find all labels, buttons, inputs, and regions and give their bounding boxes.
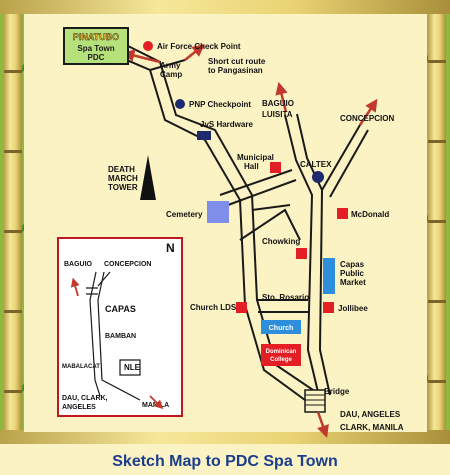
label-cemetery: Cemetery xyxy=(166,210,203,219)
cemetery-marker xyxy=(207,201,229,223)
label-luisita: LUISITA xyxy=(262,110,293,119)
municipal-marker xyxy=(270,162,281,173)
label-air-force: Air Force Check Point xyxy=(157,42,241,51)
label-public: Public xyxy=(340,269,365,278)
inset-baguio: BAGUIO xyxy=(64,261,93,268)
label-army: Army xyxy=(160,61,181,70)
inset-map: N BAGUIO CONCEPCION CAPAS BAMBAN MABALAC… xyxy=(57,237,183,417)
inset-concepcion: CONCEPCION xyxy=(104,261,151,268)
church-lds-marker xyxy=(236,302,247,313)
label-dominican: Dominican xyxy=(266,349,297,355)
map-title: Sketch Map to PDC Spa Town xyxy=(112,453,338,470)
church-marker xyxy=(261,320,301,334)
label-dau-2: CLARK, MANILA xyxy=(340,423,404,432)
inset-nle: NLE xyxy=(124,363,141,372)
label-caltex: CALTEX xyxy=(300,160,332,169)
label-church: Church xyxy=(269,325,294,332)
place-labels: Air Force Check Point Army Camp Short cu… xyxy=(108,42,404,432)
label-jollibee: Jollibee xyxy=(338,304,368,313)
inset-bamban: BAMBAN xyxy=(105,333,136,340)
label-pnp: PNP Checkpoint xyxy=(189,100,251,109)
dominican-marker xyxy=(261,344,301,366)
label-college: College xyxy=(270,357,292,363)
inset-capas: CAPAS xyxy=(105,304,136,314)
pnp-marker xyxy=(175,99,185,109)
mcdonald-marker xyxy=(337,208,348,219)
label-concepcion: CONCEPCION xyxy=(340,114,394,123)
market-marker xyxy=(323,258,335,294)
label-jvs: JvS Hardware xyxy=(200,120,253,129)
logo-line3: PDC xyxy=(88,53,105,62)
logo-line2: Spa Town xyxy=(77,44,114,53)
air-force-marker xyxy=(143,41,153,51)
label-shortcut-1: Short cut route xyxy=(208,57,266,66)
label-shortcut-2: to Pangasinan xyxy=(208,66,263,75)
label-capas: Capas xyxy=(340,260,365,269)
label-hall: Hall xyxy=(244,162,259,171)
caltex-marker xyxy=(312,171,324,183)
label-tower: TOWER xyxy=(108,183,138,192)
label-baguio: BAGUIO xyxy=(262,99,294,108)
inset-north: N xyxy=(166,241,175,255)
label-chowking: Chowking xyxy=(262,237,300,246)
label-camp: Camp xyxy=(160,70,182,79)
label-church-lds: Church LDS xyxy=(190,303,237,312)
label-mcdonald: McDonald xyxy=(351,210,389,219)
label-march: MARCH xyxy=(108,174,138,183)
label-municipal: Municipal xyxy=(237,153,274,162)
inset-angeles: ANGELES xyxy=(62,404,96,411)
jvs-marker xyxy=(197,131,211,140)
jollibee-marker xyxy=(323,302,334,313)
logo-line1: PINATUBO xyxy=(73,32,119,42)
death-march-marker xyxy=(140,155,156,200)
label-bridge: Bridge xyxy=(324,387,350,396)
inset-mabalacat: MABALACAT xyxy=(62,364,100,370)
chowking-marker xyxy=(296,248,307,259)
label-sto-rosario: Sto. Rosario xyxy=(262,293,309,302)
label-death: DEATH xyxy=(108,165,135,174)
inset-manila: MANILA xyxy=(142,402,169,409)
label-market: Market xyxy=(340,278,366,287)
inset-dau-1: DAU, CLARK, xyxy=(62,395,108,402)
label-dau-1: DAU, ANGELES xyxy=(340,410,401,419)
map-markers xyxy=(140,41,348,366)
direction-arrows xyxy=(121,44,378,438)
bridge-marker xyxy=(304,389,326,413)
pdc-logo: PINATUBO Spa Town PDC xyxy=(63,27,129,65)
